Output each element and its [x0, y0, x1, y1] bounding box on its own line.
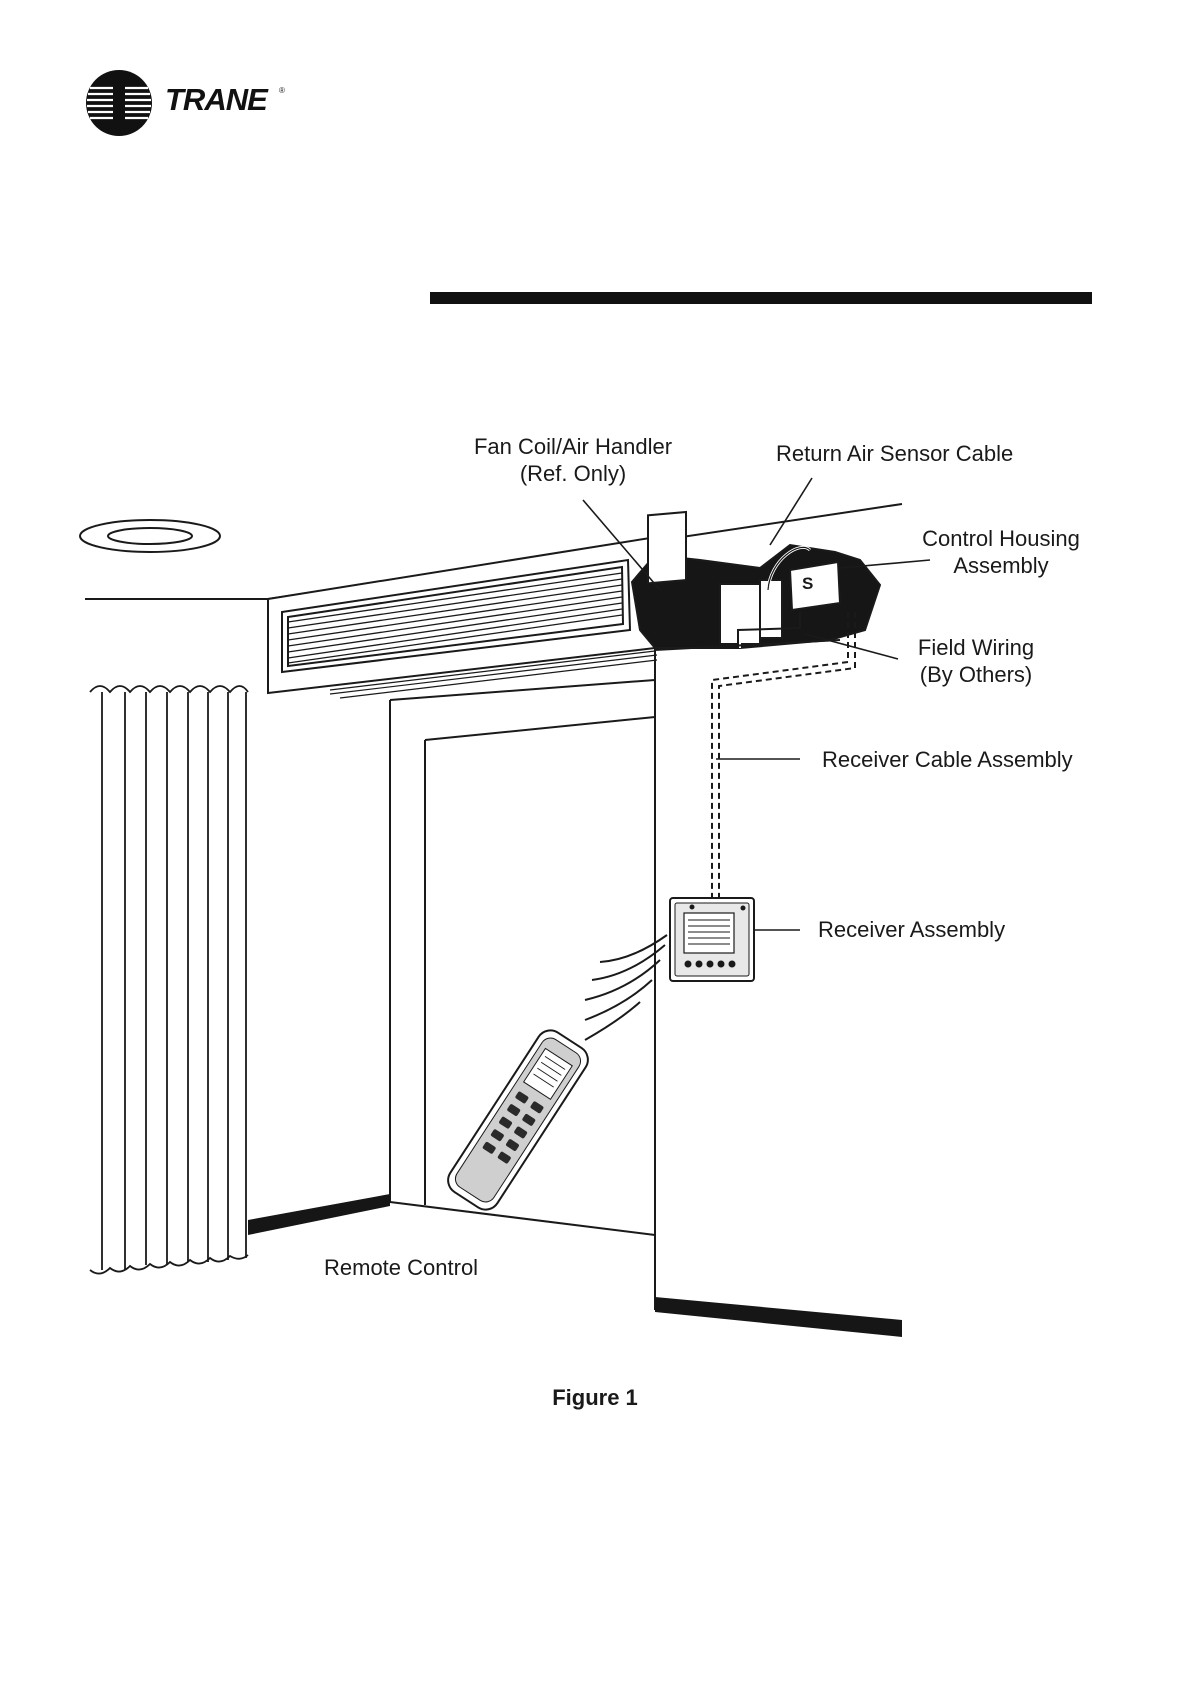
label-control-housing: Control Housing Assembly [918, 525, 1084, 579]
receiver-assembly-device [670, 898, 754, 981]
ceiling-light [80, 520, 220, 552]
label-fan-coil-line1: Fan Coil/Air Handler [470, 433, 676, 460]
label-receiver-assembly: Receiver Assembly [818, 916, 1005, 943]
label-fan-coil-line2: (Ref. Only) [470, 460, 676, 487]
fan-coil-unit [268, 538, 655, 693]
label-control-housing-line1: Control Housing [918, 525, 1084, 552]
curtain [90, 686, 248, 1274]
sensor-letter: S [802, 570, 813, 597]
figure-caption: Figure 1 [0, 1385, 1190, 1411]
label-field-wiring-line1: Field Wiring [906, 634, 1046, 661]
ceiling-light-inner [108, 528, 192, 544]
remote-control-device [443, 1025, 593, 1215]
label-field-wiring: Field Wiring (By Others) [906, 634, 1046, 688]
label-field-wiring-line2: (By Others) [906, 661, 1046, 688]
label-remote-control: Remote Control [324, 1254, 478, 1281]
sensor-box [790, 562, 840, 610]
label-return-air-sensor-cable: Return Air Sensor Cable [776, 440, 1013, 467]
label-receiver-cable-assembly: Receiver Cable Assembly [822, 746, 1073, 773]
label-control-housing-line2: Assembly [918, 552, 1084, 579]
label-fan-coil: Fan Coil/Air Handler (Ref. Only) [470, 433, 676, 487]
